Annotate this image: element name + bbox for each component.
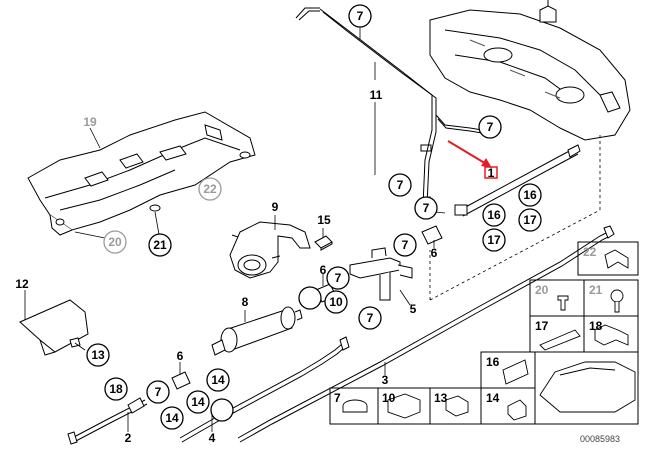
label-13: 13: [91, 348, 105, 362]
grid-label-20: 20: [535, 283, 549, 297]
grid-label-17: 17: [535, 319, 549, 333]
callout-20-main: [103, 230, 127, 254]
callout-21-main: [148, 233, 172, 257]
callout-16-b: [482, 203, 506, 227]
fuel-line-4: [179, 336, 350, 443]
label-5: 5: [410, 302, 417, 316]
label-7: 7: [487, 120, 494, 134]
label-18: 18: [109, 382, 123, 396]
callout-7-e2: [206, 368, 230, 392]
label-14: 14: [165, 411, 179, 425]
pointer-arrow: [447, 140, 492, 168]
label-7: 7: [402, 238, 409, 252]
callout-7-d2: [326, 266, 350, 290]
label-7: 7: [155, 385, 162, 399]
label-1: 1: [488, 166, 495, 180]
fuel-line-3: [237, 225, 615, 443]
label-12: 12: [15, 277, 29, 291]
callout-14-a: [186, 390, 210, 414]
label-2: 2: [125, 431, 132, 445]
grid-label-13: 13: [434, 391, 448, 405]
dashed-connectors: [429, 135, 601, 301]
label-10: 10: [329, 295, 343, 309]
grid-labels: 22 20 21 17 18 16 14 7 10 13 00085983: [334, 245, 620, 444]
label-7: 7: [423, 201, 430, 215]
grid-label-14: 14: [486, 391, 500, 405]
label-7: 7: [397, 178, 404, 192]
sleeve-15: [314, 235, 333, 251]
callout-7-pipe: [478, 115, 502, 139]
callout-16-a: [518, 183, 542, 207]
label-20: 20: [108, 235, 122, 249]
callout-17-b: [482, 228, 506, 252]
grid-label-7: 7: [334, 391, 341, 405]
label-21: 21: [153, 238, 167, 252]
leader-lines: [24, 20, 446, 432]
fuel-pump-8: [211, 306, 303, 356]
fuel-tank: [429, 0, 631, 141]
label-6: 6: [320, 263, 327, 277]
grid-label-10: 10: [382, 391, 396, 405]
callout-14-b: [210, 398, 234, 422]
label-11: 11: [370, 88, 383, 102]
grid-label-21: 21: [589, 283, 603, 297]
label-16: 16: [487, 208, 501, 222]
label-9: 9: [272, 200, 279, 214]
callouts: [86, 4, 542, 430]
hose-6-upper: [421, 225, 443, 245]
callout-7-b: [414, 196, 438, 220]
label-16: 16: [523, 188, 537, 202]
label-7: 7: [367, 311, 374, 325]
label-15: 15: [317, 213, 331, 227]
label-7: 7: [335, 271, 342, 285]
fuel-line-11: [295, 7, 483, 206]
callout-10: [324, 290, 348, 314]
connector-5: [349, 247, 413, 301]
label-14: 14: [211, 373, 225, 387]
cover-plate-12: [19, 299, 89, 356]
callout-13-left: [86, 343, 110, 367]
fuel-line-1: [454, 144, 581, 217]
callout-labels: 7 11 7 1 16 17 16 17 7 7 19 22 20 21 9 1…: [15, 9, 537, 445]
diagram-id: 00085983: [580, 434, 620, 444]
label-7: 7: [357, 9, 364, 23]
highlight-box: [484, 166, 498, 179]
label-14: 14: [191, 395, 205, 409]
callout-7-f: [146, 380, 170, 404]
callout-7-d: [298, 286, 322, 310]
label-19: 19: [83, 115, 97, 129]
callout-7-top: [348, 4, 372, 28]
callout-7-e: [358, 306, 382, 330]
label-8: 8: [242, 295, 249, 309]
grid-label-18: 18: [589, 319, 603, 333]
label-6: 6: [431, 246, 438, 260]
hose-6-lower: [171, 371, 191, 390]
callout-14-c: [160, 406, 184, 430]
label-22: 22: [203, 182, 217, 196]
callout-17-a: [518, 208, 542, 232]
callout-7-c: [393, 233, 417, 257]
underbody-shield: [27, 111, 256, 236]
callout-18-left: [104, 377, 128, 401]
label-17: 17: [487, 233, 501, 247]
parts-grid: [329, 241, 639, 425]
grid-part-icons: [342, 249, 636, 421]
fuel-line-2: [67, 397, 148, 445]
label-3: 3: [382, 373, 389, 387]
callout-22-main: [198, 177, 222, 201]
label-17: 17: [523, 213, 537, 227]
bracket-9: [229, 221, 311, 279]
grid-label-22: 22: [583, 245, 597, 259]
callout-7-a: [388, 173, 412, 197]
label-6: 6: [177, 349, 184, 363]
label-4: 4: [209, 431, 216, 445]
grid-label-16: 16: [486, 355, 500, 369]
